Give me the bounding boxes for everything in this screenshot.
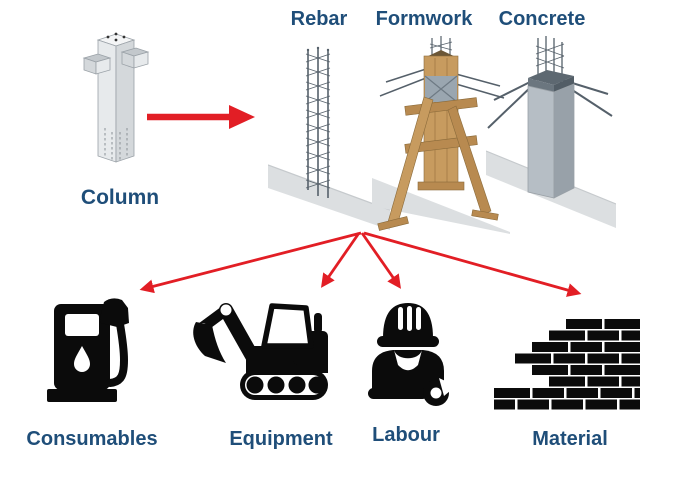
resource-label-labour: Labour [372, 424, 440, 446]
resource-label-equipment: Equipment [229, 428, 333, 450]
fan-arrows [139, 231, 582, 297]
source-label-column: Column [80, 186, 160, 209]
construction-worker-icon [364, 294, 450, 406]
stage-label-formwork: Formwork [375, 8, 473, 30]
excavator-icon [190, 294, 336, 406]
rebar-cage-icon [268, 38, 390, 230]
concrete-column-icon [486, 36, 616, 234]
stage-label-rebar: Rebar [290, 8, 348, 30]
resource-label-consumables: Consumables [26, 428, 158, 450]
resource-label-material: Material [532, 428, 608, 450]
column-3d-icon [72, 26, 180, 174]
stage-label-concrete: Concrete [498, 8, 586, 30]
fuel-pump-icon [44, 296, 150, 408]
formwork-icon [372, 36, 510, 234]
brick-wall-icon [490, 302, 646, 414]
